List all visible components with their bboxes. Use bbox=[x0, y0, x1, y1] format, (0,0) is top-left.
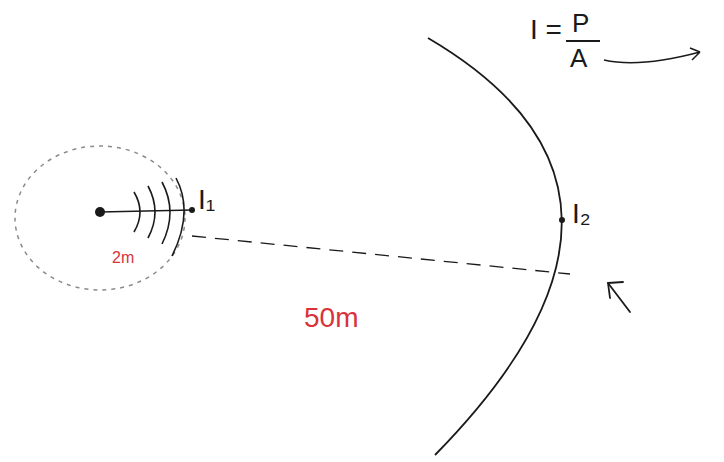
formula-numerator: P bbox=[572, 10, 589, 36]
curly-arrow bbox=[604, 48, 700, 63]
intensity-label: I₁ bbox=[198, 186, 215, 214]
wavefront-arc bbox=[134, 192, 140, 232]
distance-line bbox=[192, 236, 570, 274]
radius-line bbox=[100, 210, 192, 212]
formula-text: I = bbox=[530, 16, 562, 44]
wavefronts bbox=[134, 178, 184, 256]
point-dot bbox=[189, 207, 195, 213]
wavefront-arc bbox=[162, 182, 170, 244]
pointer-arrow bbox=[608, 282, 630, 312]
dimension-label: 2m bbox=[112, 250, 134, 266]
arrow-head bbox=[608, 282, 623, 298]
arrow-stem bbox=[608, 283, 630, 312]
large-wavefront bbox=[428, 38, 562, 455]
intensity-label: I₂ bbox=[572, 200, 591, 228]
point-dot bbox=[559, 217, 565, 223]
dimension-label: 50m bbox=[304, 304, 358, 332]
sphere-outline bbox=[15, 146, 185, 290]
wavefront-arc bbox=[172, 178, 184, 256]
wavefront-arc bbox=[148, 186, 155, 238]
fraction-bar bbox=[566, 40, 600, 42]
formula-denominator: A bbox=[570, 45, 587, 71]
